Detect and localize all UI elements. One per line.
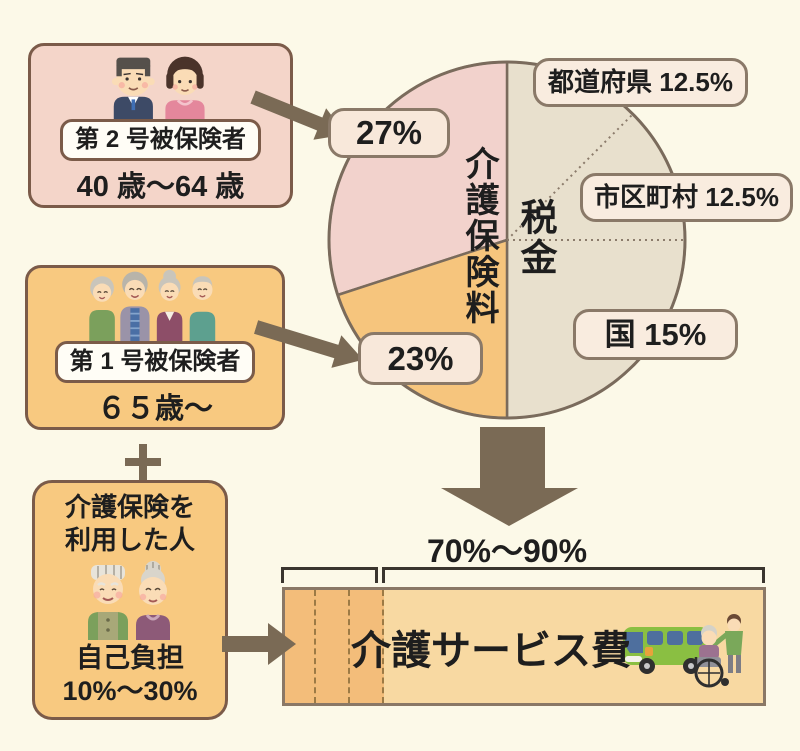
burden-range: 10%〜30% bbox=[62, 675, 198, 706]
service-user-box: 介護保険を 利用した人 自己負担 10%〜30% bbox=[32, 480, 228, 720]
prefecture-pill: 都道府県 12.5% bbox=[533, 58, 748, 107]
arrow-to-23-icon bbox=[253, 320, 364, 368]
service-cost-label: 介護サービス費 bbox=[351, 628, 631, 673]
self-pay-bracket bbox=[281, 567, 378, 583]
self-pay-segment bbox=[350, 590, 384, 703]
municipality-pill: 市区町村 12.5% bbox=[580, 173, 793, 222]
nation-pill: 国 15% bbox=[573, 309, 738, 360]
premium-27-pill: 27% bbox=[328, 108, 450, 158]
elderly-couple-illustration bbox=[87, 561, 170, 640]
arrow-down-icon bbox=[441, 427, 578, 526]
tax-axis-label: 税金 bbox=[515, 198, 556, 278]
coverage-range-label: 70%〜90% bbox=[426, 533, 588, 569]
user-box-line2: 利用した人 bbox=[64, 524, 195, 555]
premium-23-pill: 23% bbox=[358, 332, 483, 385]
premium-axis-label: 介護保険料 bbox=[460, 146, 498, 326]
insured2-title: 第 2 号被保険者 bbox=[60, 119, 261, 161]
burden-label: 自己負担 bbox=[76, 643, 184, 673]
self-pay-segment bbox=[316, 590, 350, 703]
elderly-group-illustration bbox=[89, 269, 216, 341]
insured2-age-range: 40 歳〜64 歳 bbox=[76, 171, 245, 203]
plus-icon bbox=[125, 444, 161, 480]
user-box-line1: 介護保険を bbox=[64, 492, 195, 522]
arrow-to-bar-icon bbox=[222, 623, 296, 665]
insured1-age-range: ６５歳〜 bbox=[96, 393, 213, 425]
insured2-box: 第 2 号被保険者 40 歳〜64 歳 bbox=[28, 43, 293, 208]
service-cost-bar: 介護サービス費 bbox=[282, 587, 766, 706]
insured1-box: 第 1 号被保険者 ６５歳〜 bbox=[25, 265, 285, 430]
insured1-title: 第 1 号被保険者 bbox=[54, 341, 256, 383]
bus-wheelchair-illustration bbox=[623, 614, 743, 688]
insurance-covered-bracket bbox=[382, 567, 765, 583]
middle-aged-couple-illustration bbox=[111, 56, 205, 119]
